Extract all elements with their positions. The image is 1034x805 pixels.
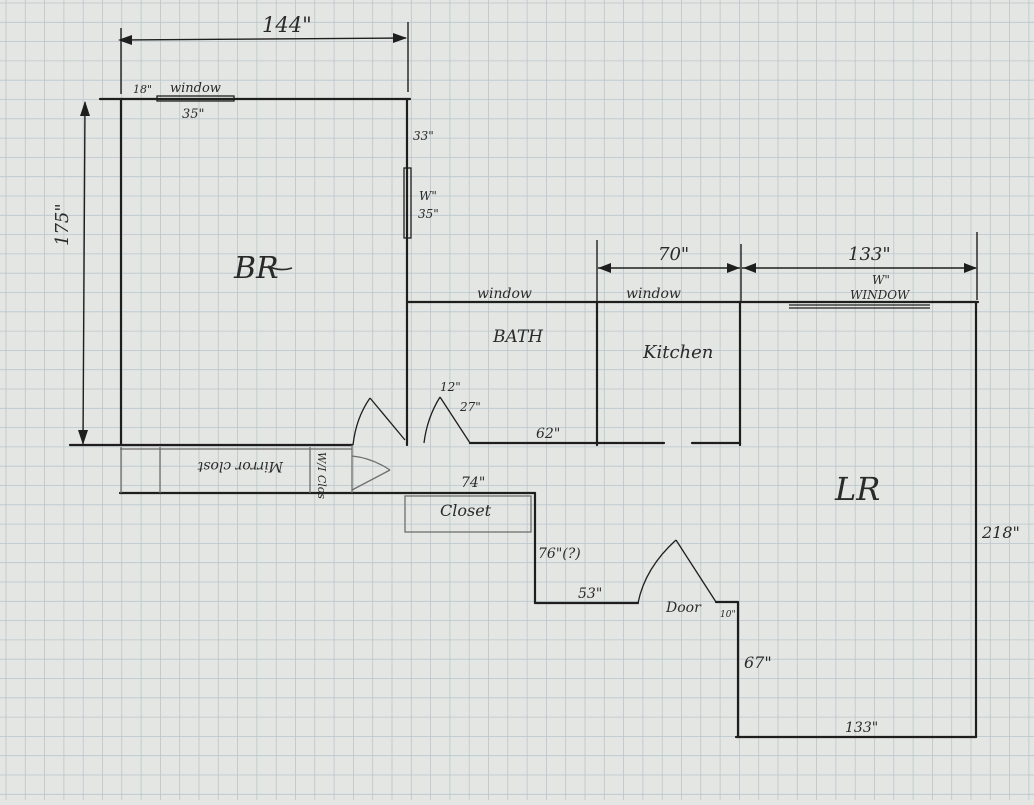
kitchen-room-label: Kitchen [642,342,713,363]
closet-label: Closet [440,501,492,520]
openings [156,95,930,604]
lr-height-label: 218" [981,523,1020,542]
bath-door-b-label: 27" [459,400,481,414]
hall-top-label: 74" [461,475,485,491]
arrow-left [743,263,756,273]
br-height-dimension [82,101,86,445]
arrow-up [80,101,90,116]
br-side-window-width-label: 35" [418,207,439,221]
wi-closet-label: W/I Clos [315,452,328,499]
br-side-window-symbol [403,167,412,239]
br-top-window-symbol [156,95,235,102]
front-door-leaf [675,539,717,603]
br-door-leaf [369,397,406,441]
br-side-offset-label: 33" [413,129,434,143]
br-window-label: window [170,81,221,96]
hall-side-label: 76"(?) [538,546,581,562]
bath-door-swing [423,396,441,444]
kitchen-window-label: window [626,286,681,302]
lr-room-label: LR [834,470,880,508]
door-label: Door [665,600,702,616]
hall-bottom-label: 53" [578,586,602,602]
front-door-swing [637,539,677,604]
br-label-flourish [267,265,293,271]
bath-room-label: BATH [492,327,544,347]
lr-width-bottom-label: 133" [845,720,878,736]
br-room-label: BR [233,251,279,286]
lr-window-w-label: W" [872,273,890,287]
mirror-closet-label: Mirror clost [197,458,284,474]
br-width-label: 144" [262,13,312,37]
arrow-left [598,263,611,273]
br-window-width-label: 35" [182,107,205,122]
bath-window-label: window [477,286,532,302]
dimension-arrows [78,33,977,445]
hall-closet-outline [404,495,532,533]
kitchen-width-label: 70" [658,244,689,265]
br-window-offset-label: 18" [133,83,152,96]
br-door-swing [352,397,371,446]
bath-wall-label: 62" [536,426,560,442]
dimension-lines [82,22,978,445]
wi-closet-door [351,469,391,491]
arrow-right [727,263,740,273]
lr-window-label: WINDOW [850,288,911,302]
text-labels: 144" 175" 18" window 35" 33" W" 35" 70" … [52,13,1020,736]
arrow-left [118,35,132,45]
arrow-right [393,33,407,43]
br-side-window-label: W" [419,189,437,203]
bath-door-a-label: 12" [440,380,461,394]
br-height-label: 175" [52,203,73,246]
walls [68,97,980,739]
br-width-dimension [119,37,407,41]
bath-door-leaf [439,396,471,444]
wi-closet-door-swing [351,455,391,471]
lr-width-top-label: 133" [848,244,891,265]
lr-side-label: 67" [744,653,772,672]
closets [120,445,532,533]
arrow-down [78,430,88,445]
arrow-right [964,263,977,273]
door-offset-label: 10" [720,610,736,620]
